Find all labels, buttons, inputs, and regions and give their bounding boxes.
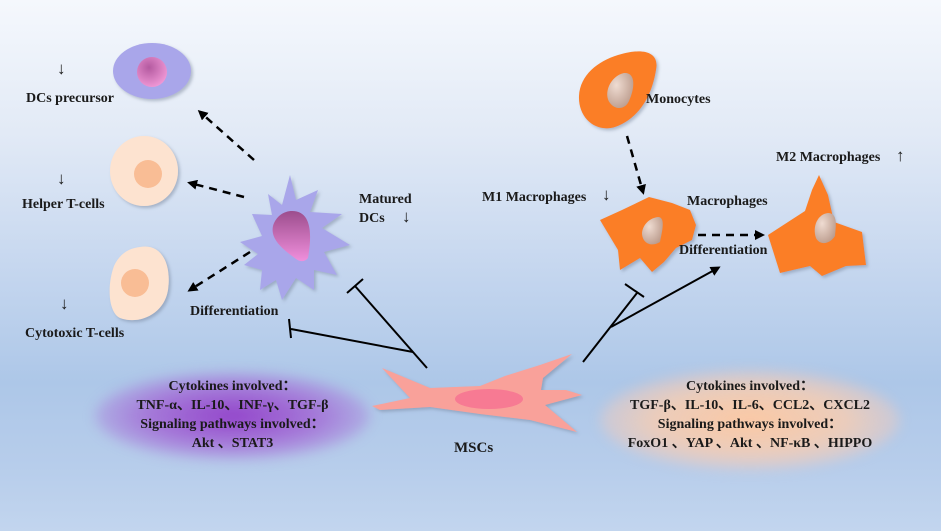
monocytes-label: Monocytes [646, 92, 711, 107]
helper-t-cells-trend-icon: ↓ [57, 169, 66, 188]
cytotoxic-t-cell [109, 246, 169, 321]
matured-dc-cell [240, 175, 350, 300]
m2-macrophage-cell [768, 175, 866, 276]
m2-macrophages-trend-icon: ↑ [896, 146, 905, 165]
helper-t-cell [110, 136, 178, 206]
cytotoxic-t-cells-trend-icon: ↓ [60, 294, 69, 313]
matured-dcs-trend-icon: ↓ [402, 207, 411, 226]
monocyte-cell [578, 51, 657, 129]
dcs-precursor-cell [113, 43, 191, 99]
helper-t-cells-label: Helper T-cells [22, 197, 105, 212]
right-pathways-heading: Signaling pathways involved： [657, 417, 843, 432]
matured-dcs-label-line1: Matured [359, 192, 412, 207]
right-pathways-list: FoxO1 、YAP 、Akt 、NF-κB 、HIPPO [627, 436, 873, 451]
macrophage-cell [600, 197, 696, 272]
msc-promote-differentiation-arrow [610, 266, 721, 328]
monocyte-to-macrophage-arrow [625, 135, 646, 195]
right-cytokines-heading: Cytokines involved： [686, 379, 814, 394]
left-cytokines-heading: Cytokines involved： [168, 379, 297, 394]
msc-inhibit-dc-line [346, 278, 428, 369]
msc-inhibit-m1-line [582, 283, 645, 363]
mscs-label: MSCs [454, 440, 494, 456]
left-pathways-list: Akt 、STAT3 [191, 436, 274, 451]
m1-macrophages-trend-icon: ↓ [602, 185, 611, 204]
m2-macrophages-label: M2 Macrophages [776, 150, 881, 165]
right-info-box: Cytokines involved： TGF-β、IL-10、IL-6、CCL… [605, 377, 895, 453]
m1-macrophages-label: M1 Macrophages [482, 190, 587, 205]
msc-cell [372, 354, 582, 432]
dc-to-precursor-arrow [197, 110, 255, 161]
right-info-glow [600, 370, 900, 470]
left-cytokines-list: TNF-α、IL-10、INF-γ、TGF-β [136, 398, 329, 413]
right-differentiation-label: Differentiation [679, 243, 768, 258]
left-info-box: Cytokines involved： TNF-α、IL-10、INF-γ、TG… [110, 377, 355, 453]
left-info-glow [95, 372, 370, 460]
cytotoxic-t-cells-label: Cytotoxic T-cells [25, 326, 125, 341]
matured-dcs-label-line2: DCs [359, 211, 385, 226]
msc-inhibit-differentiation-line [288, 318, 414, 353]
dcs-precursor-trend-icon: ↓ [57, 59, 66, 78]
dcs-precursor-label: DCs precursor [26, 91, 115, 106]
right-cytokines-list: TGF-β、IL-10、IL-6、CCL2、CXCL2 [630, 398, 870, 413]
macrophages-label: Macrophages [687, 194, 768, 209]
left-differentiation-label: Differentiation [190, 304, 279, 319]
left-pathways-heading: Signaling pathways involved： [140, 417, 325, 432]
dc-to-helper-arrow [187, 179, 245, 199]
dc-to-cytotoxic-arrow [187, 250, 251, 292]
